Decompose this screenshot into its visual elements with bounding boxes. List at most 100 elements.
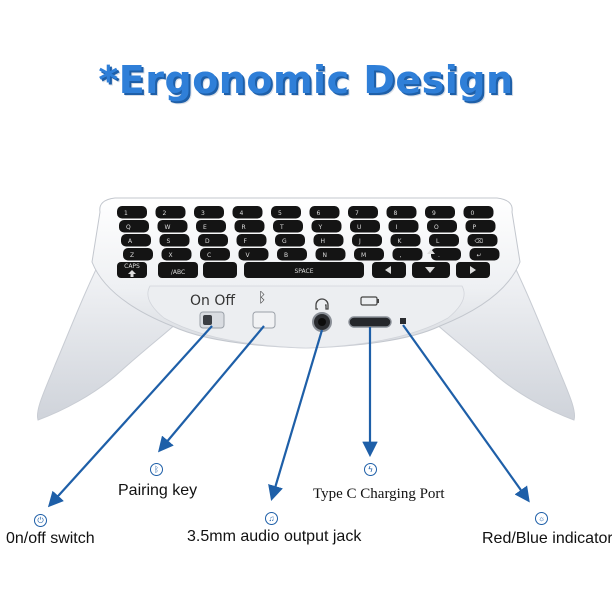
key-label: 3 (201, 210, 205, 217)
key-label: 1 (124, 210, 128, 217)
key (234, 220, 265, 233)
key (463, 206, 494, 219)
key (121, 234, 151, 247)
key (200, 248, 230, 261)
key-label: F (244, 238, 248, 245)
key-label: 8 (394, 210, 398, 217)
key (425, 206, 455, 219)
key-label: , (400, 252, 402, 259)
indicator-led (400, 318, 406, 324)
key-label: P (473, 224, 477, 231)
key (198, 234, 228, 247)
key (390, 234, 421, 247)
key (236, 234, 267, 247)
switch-label: On Off (190, 293, 236, 309)
key (429, 234, 459, 247)
bluetooth-icon: ᛒ (150, 463, 163, 476)
up-arrow-icon (427, 249, 435, 254)
key (315, 248, 346, 261)
key (467, 234, 498, 247)
key-label: R (242, 224, 246, 231)
key-label: J (358, 238, 361, 245)
page-title: *Ergonomic Design (98, 58, 514, 102)
key-label: 5 (278, 210, 282, 217)
key-label: 2 (163, 210, 167, 217)
arrow-audio (268, 329, 324, 501)
key-label: 4 (240, 210, 244, 217)
audio-jack-label: 3.5mm audio output jack (187, 528, 362, 545)
abc-key (158, 262, 198, 278)
key-label: ⌫ (474, 238, 483, 245)
key (194, 206, 224, 219)
key (271, 206, 301, 219)
key-label: V (246, 252, 251, 259)
onoff-switch-label: 0n/off switch (6, 530, 95, 547)
key-label: W (165, 224, 171, 231)
key (469, 248, 500, 261)
key (427, 220, 457, 233)
key (386, 206, 417, 219)
headphones-mark-icon (315, 298, 329, 310)
key-label: 7 (355, 210, 359, 217)
power-icon: ⏻ (34, 514, 47, 527)
key (313, 234, 344, 247)
typec-port (348, 316, 392, 328)
pairing-key (252, 311, 276, 329)
key (350, 220, 380, 233)
key-label: Q (126, 224, 131, 231)
key-label: B (284, 252, 288, 259)
key-label: C (207, 252, 211, 259)
key (277, 248, 307, 261)
key-label: E (203, 224, 207, 231)
key (392, 248, 423, 261)
key-label: Y (318, 224, 323, 231)
key (117, 206, 147, 219)
key-label: S (167, 238, 171, 245)
key-label: X (169, 252, 173, 259)
key-label: G (282, 238, 287, 245)
arrow-pairing (158, 325, 265, 453)
key (159, 234, 190, 247)
lightbulb-icon: ☼ (535, 512, 548, 525)
key-label: I (396, 224, 398, 231)
charging-port-label: Type C Charging Port (313, 486, 445, 502)
key-label: M (361, 252, 366, 259)
down-arrow-icon (425, 267, 435, 273)
key-label: 9 (432, 210, 436, 217)
key (157, 220, 188, 233)
key-label: L (436, 238, 440, 245)
key (465, 220, 496, 233)
key-label: Z (130, 252, 134, 259)
key (123, 248, 153, 261)
key-label: D (205, 238, 210, 245)
key (348, 206, 378, 219)
key-label: H (321, 238, 326, 245)
key (238, 248, 269, 261)
space-key-label: SPACE (294, 268, 313, 275)
left-arrow-icon (385, 266, 391, 274)
shift-arrow-icon (128, 270, 136, 277)
key (275, 234, 305, 247)
key (354, 248, 384, 261)
right-arrow-icon (470, 266, 476, 274)
key (196, 220, 226, 233)
abc-key-label: /ABC (171, 269, 185, 276)
indicator-label: Red/Blue indicator (482, 530, 612, 547)
key (388, 220, 419, 233)
key-label: U (357, 224, 361, 231)
caps-key-label: CAPS (124, 263, 140, 270)
key (311, 220, 342, 233)
key (161, 248, 192, 261)
back-key (203, 262, 237, 278)
space-key (244, 262, 364, 278)
key-label: 6 (317, 210, 321, 217)
arrow-indicator (402, 324, 530, 503)
key (352, 234, 382, 247)
key (155, 206, 186, 219)
key (431, 248, 461, 261)
key (273, 220, 303, 233)
key (119, 220, 149, 233)
key-label: N (323, 252, 328, 259)
key-label: T (279, 224, 284, 231)
